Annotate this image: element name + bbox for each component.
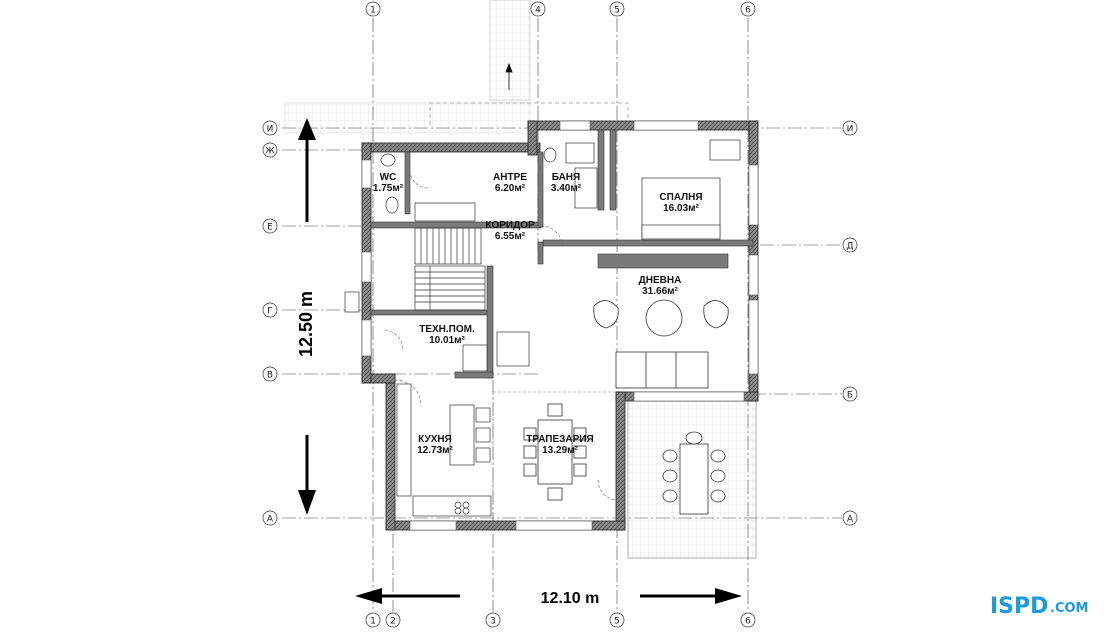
terrace-table	[662, 431, 726, 515]
staircase	[414, 227, 486, 311]
svg-text:1: 1	[370, 6, 376, 16]
svg-text:6: 6	[745, 6, 751, 16]
living-furniture	[593, 299, 729, 389]
entrance-path	[489, 0, 531, 101]
axis-bubbles-left	[262, 120, 278, 526]
svg-text:Б: Б	[847, 391, 853, 401]
front-paving	[284, 102, 531, 134]
svg-text:Г: Г	[267, 307, 273, 317]
room-kuhnya-name: КУХНЯ	[418, 434, 452, 445]
svg-text:1: 1	[370, 617, 376, 627]
room-trapezariya-name: ТРАПЕЗАРИЯ	[526, 434, 593, 445]
room-divider-lines	[492, 391, 616, 521]
axis-labels-right: И Д Б А	[846, 125, 853, 525]
svg-text:4: 4	[535, 6, 541, 16]
room-labels: WC 1.75м² АНТРЕ 6.20м² БАНЯ 3.40м² СПАЛН…	[373, 172, 703, 456]
svg-text:Е: Е	[267, 223, 273, 233]
svg-text:А: А	[847, 515, 854, 525]
room-tehn-area: 10.01м²	[429, 335, 465, 346]
room-spalnya-area: 16.03м²	[663, 203, 699, 214]
svg-text:В: В	[267, 371, 273, 381]
svg-text:Ж: Ж	[265, 147, 275, 157]
entrance-arrow	[505, 62, 513, 90]
axis-bubbles-right	[842, 120, 858, 526]
room-antre-name: АНТРЕ	[493, 172, 527, 183]
svg-text:А: А	[267, 515, 274, 525]
logo-text: ISPD	[990, 594, 1048, 619]
roof-outline	[429, 102, 629, 125]
room-banya-name: БАНЯ	[552, 172, 580, 183]
windows	[361, 120, 759, 531]
svg-text:5: 5	[614, 617, 620, 627]
width-dimension-label: 12.10 m	[541, 590, 600, 607]
axis-bubbles-bottom	[365, 612, 756, 628]
logo-suffix: .COM	[1050, 601, 1088, 616]
dining-table	[523, 403, 587, 501]
room-antre-area: 6.20м²	[495, 183, 526, 194]
room-spalnya-name: СПАЛНЯ	[659, 192, 702, 203]
bed	[641, 139, 741, 241]
svg-text:5: 5	[614, 6, 620, 16]
horizontal-dimension: 12.10 m	[355, 588, 742, 607]
sanitary-fixtures	[380, 142, 598, 222]
room-dnevna-name: ДНЕВНА	[639, 275, 682, 286]
room-wc-area: 1.75м²	[373, 183, 404, 194]
axis-bubbles-top	[365, 1, 756, 17]
room-koridor-name: КОРИДОР	[485, 220, 535, 231]
site-logo: ISPD .COM	[987, 590, 1099, 619]
room-dnevna-area: 31.66м²	[642, 286, 678, 297]
svg-text:Д: Д	[846, 242, 853, 252]
interior-walls	[370, 129, 754, 379]
kitchen-furniture	[396, 383, 492, 517]
svg-text:И: И	[267, 125, 274, 135]
axis-labels-left: И Ж Е Г В А	[265, 125, 275, 525]
tech-equipment	[344, 291, 530, 372]
axis-labels-top: 1 4 5 6	[370, 6, 751, 16]
height-dimension-label: 12.50 m	[296, 291, 316, 357]
svg-text:И: И	[847, 125, 854, 135]
vertical-dimension: 12.50 m	[296, 118, 316, 515]
room-tehn-name: ТЕХН.ПОМ.	[419, 324, 475, 335]
svg-text:3: 3	[490, 617, 496, 627]
room-koridor-area: 6.55м²	[495, 231, 526, 242]
svg-text:6: 6	[745, 617, 751, 627]
door-swings	[384, 169, 617, 501]
room-kuhnya-area: 12.73м²	[417, 445, 453, 456]
axis-labels-bottom: 1 2 3 5 6	[370, 617, 751, 627]
room-trapezariya-area: 13.29м²	[542, 445, 578, 456]
room-banya-area: 3.40м²	[551, 183, 582, 194]
svg-text:2: 2	[390, 617, 396, 627]
room-wc-name: WC	[380, 172, 397, 183]
